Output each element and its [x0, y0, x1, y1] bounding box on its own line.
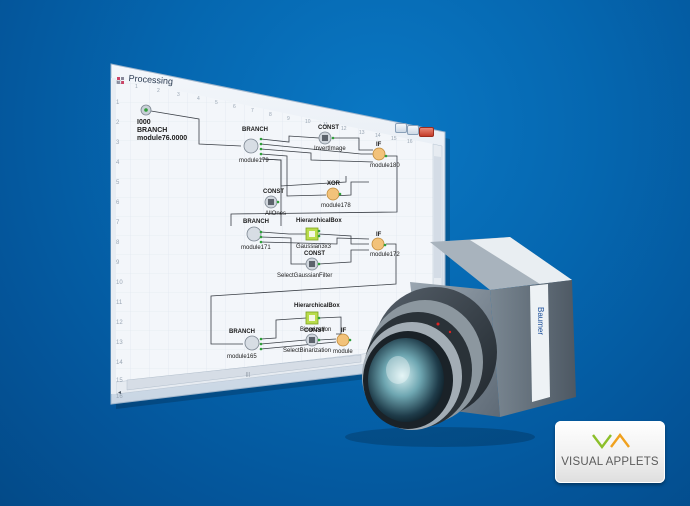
const1-type: CONST: [318, 125, 339, 131]
processing-window: Processing 00 1 2 3 4 5 6 7 8 9 10 11 12…: [110, 63, 451, 409]
if1-type: IF: [376, 142, 382, 148]
ruler-row: 4: [116, 160, 120, 166]
xor-name: module178: [321, 203, 351, 209]
source-node: [140, 104, 152, 116]
ruler-row: 6: [116, 200, 120, 206]
ruler-col: 12: [341, 126, 347, 132]
branch3-type: BRANCH: [229, 329, 255, 335]
const2-type: CONST: [263, 189, 284, 195]
ruler-row: 1: [116, 100, 120, 106]
hbox3-name: Binarization: [300, 327, 332, 333]
branch2-name: module171: [241, 245, 271, 251]
xor-type: XOR: [327, 181, 341, 187]
ruler-col: 3: [177, 92, 180, 98]
source-label-3: module76.0000: [137, 135, 188, 142]
source-label-2: BRANCH: [137, 127, 168, 134]
branch1-type: BRANCH: [242, 127, 268, 133]
minimize-button[interactable]: [395, 123, 407, 133]
source-label-1: I000: [137, 119, 151, 126]
ruler-col: 7: [251, 108, 254, 114]
ruler-row: 12: [116, 320, 123, 326]
hbox2-type: HierarchicalBox: [296, 218, 342, 224]
ruler-col: 11: [323, 122, 329, 128]
const4-name: SelectBinarization: [283, 348, 332, 354]
ruler-col: 10: [305, 119, 311, 125]
ruler-row: 11: [116, 300, 123, 306]
ruler-col: 1: [135, 84, 138, 90]
branch3-name: module165: [227, 354, 257, 360]
ruler-col: 6: [233, 104, 236, 110]
ruler-row: 7: [116, 220, 120, 226]
ruler-col: 8: [269, 112, 272, 118]
va-logo-mark-icon: [592, 433, 630, 449]
ruler-col: 2: [157, 88, 160, 94]
ruler-row: 2: [116, 120, 120, 126]
ruler-row: 9: [116, 260, 120, 266]
hbox3-type: HierarchicalBox: [294, 303, 340, 309]
if1-name: module180: [370, 163, 400, 169]
maximize-button[interactable]: [407, 125, 419, 135]
scrollbar-thumb-grip[interactable]: |||: [246, 372, 250, 378]
ruler-col: 5: [215, 100, 218, 106]
const4-type: CONST: [304, 328, 325, 334]
branch2-type: BRANCH: [243, 219, 269, 225]
visual-applets-logo: VISUAL APPLETS: [555, 421, 665, 483]
ruler-row: 5: [116, 180, 120, 186]
window-frame: [110, 63, 450, 409]
logo-text: VISUAL APPLETS: [561, 456, 659, 468]
if2-type: IF: [376, 232, 382, 238]
ruler-col: 14: [375, 133, 381, 139]
ruler-col: 16: [407, 139, 413, 145]
ruler-row: 10: [116, 280, 123, 286]
ruler-col: 4: [197, 96, 200, 102]
close-button[interactable]: [419, 127, 434, 137]
if3-type: IF: [341, 328, 347, 334]
ruler-col: 9: [287, 116, 290, 122]
const3-type: CONST: [304, 251, 325, 257]
const1-name: InvertImage: [314, 146, 346, 152]
ruler-row: 16: [116, 394, 123, 400]
camera-image: Baumer: [345, 237, 576, 447]
if3-name: module: [333, 349, 353, 355]
ruler-row: 13: [116, 340, 123, 346]
camera-brand: Baumer: [536, 307, 545, 335]
ruler-col: 15: [391, 136, 397, 142]
if2-name: module172: [370, 252, 400, 258]
grid-app-icon: [117, 72, 125, 84]
ruler-row: 8: [116, 240, 120, 246]
ruler-row: 14: [116, 360, 123, 366]
ruler-row: 3: [116, 140, 120, 146]
const3-name: SelectGaussianFilter: [277, 273, 333, 279]
ruler-col: 13: [359, 130, 365, 136]
diagram-canvas[interactable]: [111, 64, 451, 408]
ruler-corner: 00: [116, 80, 122, 86]
branch1-name: module179: [239, 158, 269, 164]
ruler-row: 15: [116, 378, 123, 384]
hbox2-name: Gaussian3x3: [296, 244, 332, 250]
branch-node-1: [243, 138, 259, 154]
scroll-left-arrow-icon[interactable]: ◂: [118, 390, 122, 396]
const2-name: AllOnes: [265, 211, 287, 217]
